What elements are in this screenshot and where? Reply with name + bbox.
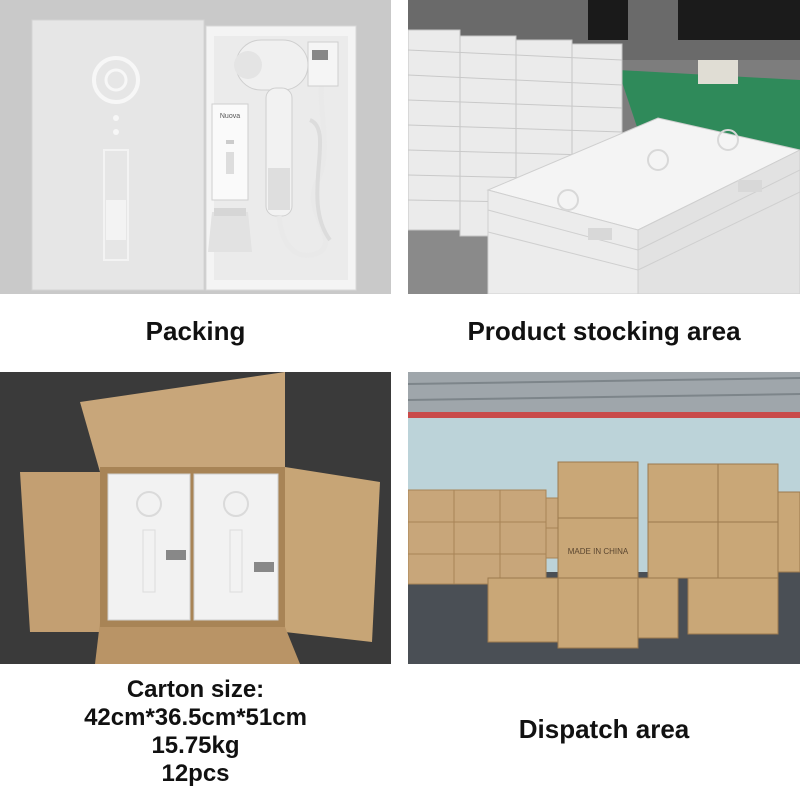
- carton-dimensions: 42cm*36.5cm*51cm: [84, 704, 307, 731]
- carton-size-caption: Carton size: 42cm*36.5cm*51cm 15.75kg 12…: [0, 676, 391, 788]
- carton-marking-label: MADE IN CHINA: [568, 547, 629, 556]
- carton-weight: 15.75kg: [151, 732, 240, 759]
- packing-photo: Nuova: [0, 0, 391, 294]
- carton-photo: [0, 372, 391, 664]
- box-brand-label: Nuova: [220, 113, 240, 120]
- dispatch-area-caption: Dispatch area: [518, 714, 690, 744]
- stocking-area-photo: [408, 0, 800, 294]
- carton-size-label: Carton size:: [126, 676, 265, 703]
- stocking-area-caption: Product stocking area: [467, 316, 741, 346]
- packing-caption: Packing: [145, 316, 246, 346]
- dispatch-area-photo: MADE IN CHINA: [408, 372, 800, 664]
- carton-quantity: 12pcs: [161, 760, 230, 787]
